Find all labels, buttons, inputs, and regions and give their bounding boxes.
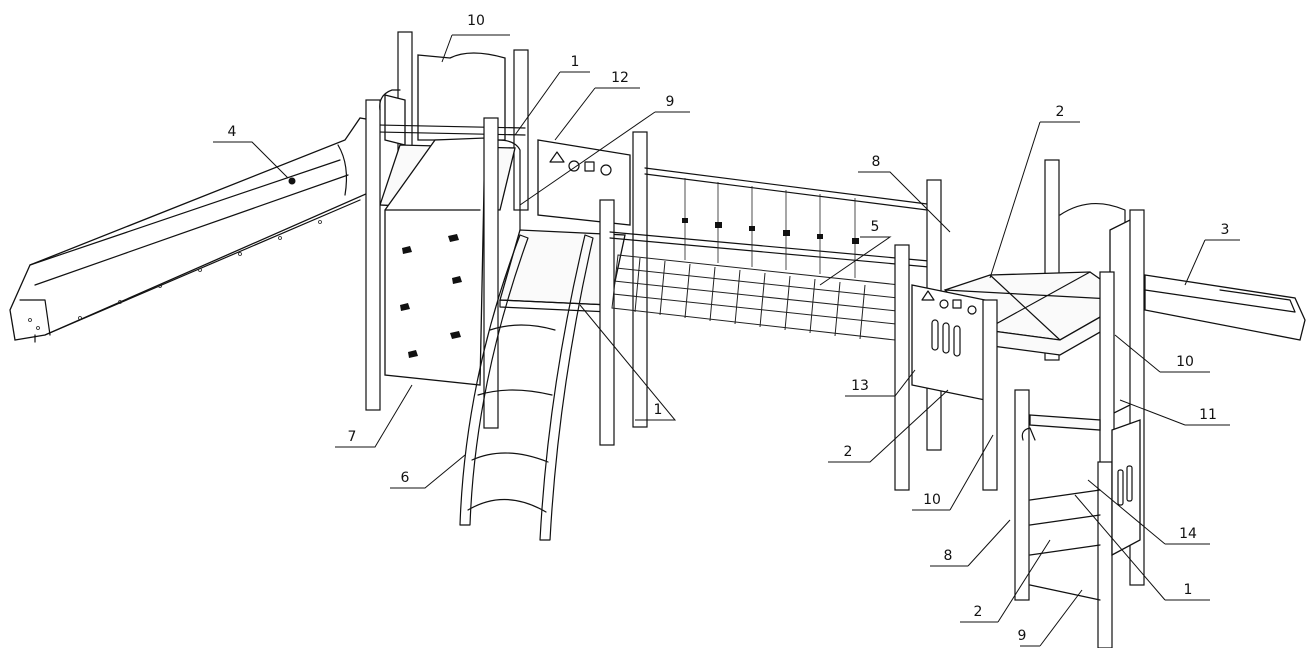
callout-2c: 2 bbox=[974, 604, 983, 620]
net-bridge bbox=[609, 167, 941, 341]
callout-1a: 1 bbox=[571, 54, 580, 70]
callout-9b: 9 bbox=[1018, 628, 1027, 644]
callout-13: 13 bbox=[851, 378, 869, 394]
callout-5: 5 bbox=[871, 219, 880, 235]
leader-lines bbox=[213, 34, 1240, 647]
callout-3: 3 bbox=[1221, 222, 1230, 238]
left-tower bbox=[365, 31, 529, 429]
callout-2b: 2 bbox=[844, 444, 853, 460]
callout-12: 12 bbox=[611, 70, 629, 86]
callout-4: 4 bbox=[228, 124, 237, 140]
callout-8b: 8 bbox=[944, 548, 953, 564]
callout-7: 7 bbox=[348, 429, 357, 445]
callout-6: 6 bbox=[401, 470, 410, 486]
callout-8a: 8 bbox=[872, 154, 881, 170]
callout-9a: 9 bbox=[666, 94, 675, 110]
callout-1c: 1 bbox=[1184, 582, 1193, 598]
left-slide bbox=[9, 117, 376, 343]
callout-labels: 10 1 12 9 4 2 8 3 5 10 13 11 1 7 2 6 10 … bbox=[228, 13, 1230, 644]
callout-10a: 10 bbox=[467, 13, 485, 29]
ladder bbox=[459, 234, 594, 541]
callout-10b: 10 bbox=[1176, 354, 1194, 370]
callout-11: 11 bbox=[1199, 407, 1217, 423]
right-tower bbox=[894, 159, 1306, 648]
callout-1b: 1 bbox=[654, 402, 663, 418]
callout-10c: 10 bbox=[923, 492, 941, 508]
middle-platform bbox=[499, 131, 648, 446]
callout-14: 14 bbox=[1179, 526, 1197, 542]
callout-2a: 2 bbox=[1056, 104, 1065, 120]
